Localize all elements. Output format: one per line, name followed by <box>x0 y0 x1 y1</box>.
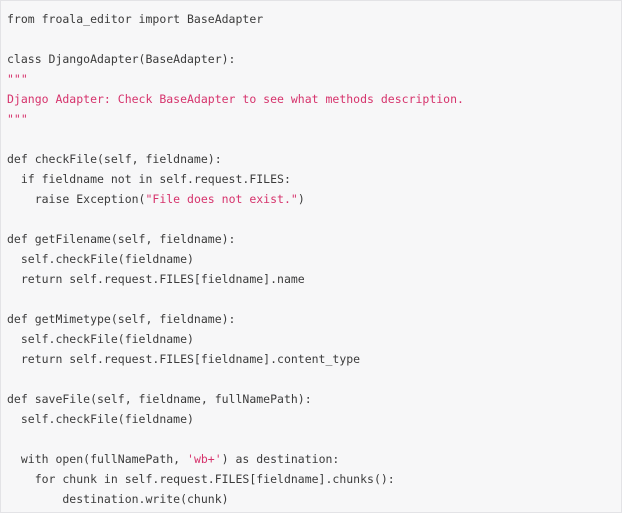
code-token: self.checkFile(fieldname) <box>7 332 194 346</box>
code-line: self.checkFile(fieldname) <box>7 329 621 349</box>
code-line: """ <box>7 109 621 129</box>
code-token: destination.write(chunk) <box>7 492 229 506</box>
code-line <box>7 289 621 309</box>
code-token: if fieldname not in self.request.FILES: <box>7 172 291 186</box>
code-line: with open(fullNamePath, 'wb+') as destin… <box>7 449 621 469</box>
code-token: def checkFile(self, fieldname): <box>7 152 222 166</box>
code-line: def checkFile(self, fieldname): <box>7 149 621 169</box>
code-token: for chunk in self.request.FILES[fieldnam… <box>7 472 395 486</box>
code-token: return self.request.FILES[fieldname].nam… <box>7 272 305 286</box>
code-line: self.checkFile(fieldname) <box>7 249 621 269</box>
code-token: from froala_editor import BaseAdapter <box>7 12 264 26</box>
code-token: def getFilename(self, fieldname): <box>7 232 236 246</box>
code-token: return self.request.FILES[fieldname].con… <box>7 352 361 366</box>
code-line: Django Adapter: Check BaseAdapter to see… <box>7 89 621 109</box>
code-line <box>7 29 621 49</box>
code-line: return self.request.FILES[fieldname].con… <box>7 349 621 369</box>
code-line: def getMimetype(self, fieldname): <box>7 309 621 329</box>
code-token: ) as destination: <box>221 452 340 466</box>
code-string-token: 'wb+' <box>187 452 222 466</box>
code-line: def getFilename(self, fieldname): <box>7 229 621 249</box>
code-line: """ <box>7 69 621 89</box>
code-line: destination.write(chunk) <box>7 489 621 509</box>
code-line: def saveFile(self, fieldname, fullNamePa… <box>7 389 621 409</box>
code-token: def getMimetype(self, fieldname): <box>7 312 236 326</box>
code-token: ) <box>297 192 305 206</box>
code-string-token: "File does not exist." <box>145 192 298 206</box>
code-line <box>7 369 621 389</box>
code-line: class DjangoAdapter(BaseAdapter): <box>7 49 621 69</box>
code-line: return self.request.FILES[fieldname].nam… <box>7 269 621 289</box>
code-token: def saveFile(self, fieldname, fullNamePa… <box>7 392 312 406</box>
code-line: for chunk in self.request.FILES[fieldnam… <box>7 469 621 489</box>
code-string-token: Django Adapter: Check BaseAdapter to see… <box>7 92 464 106</box>
code-token: self.checkFile(fieldname) <box>7 252 194 266</box>
code-token: class DjangoAdapter(BaseAdapter): <box>7 52 236 66</box>
code-line <box>7 129 621 149</box>
code-string-token: """ <box>7 72 28 86</box>
code-string-token: """ <box>7 112 28 126</box>
code-line: from froala_editor import BaseAdapter <box>7 9 621 29</box>
code-token: with open(fullNamePath, <box>7 452 188 466</box>
code-line: self.checkFile(fieldname) <box>7 409 621 429</box>
code-line <box>7 209 621 229</box>
code-token: raise Exception( <box>7 192 146 206</box>
code-line <box>7 429 621 449</box>
code-token: self.checkFile(fieldname) <box>7 412 194 426</box>
code-line: raise Exception("File does not exist.") <box>7 189 621 209</box>
code-line: if fieldname not in self.request.FILES: <box>7 169 621 189</box>
